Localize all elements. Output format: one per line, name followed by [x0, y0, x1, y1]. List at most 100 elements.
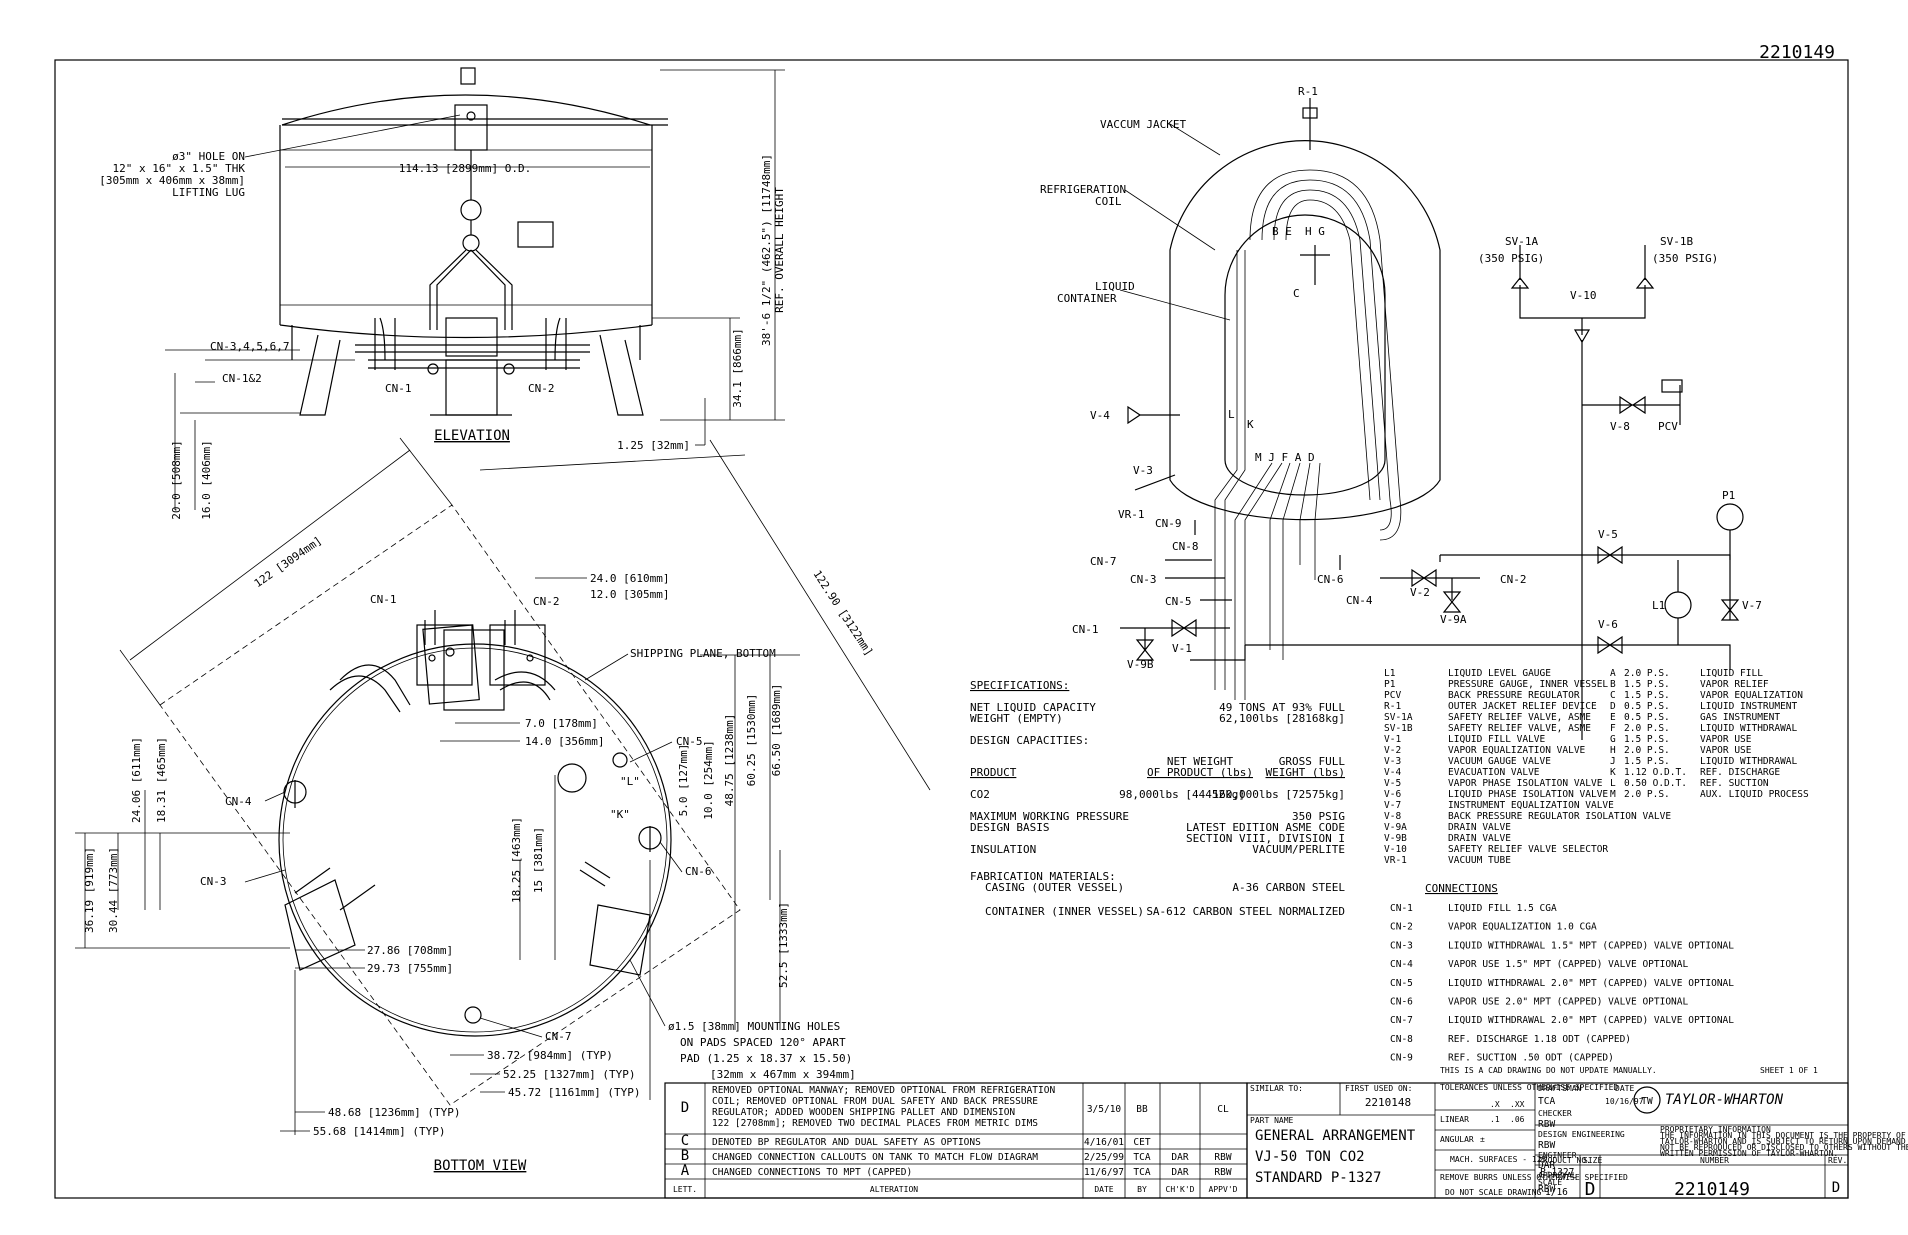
tb-product-no-lbl: PRODUCT NO.	[1538, 1156, 1591, 1165]
hole-note-2: 12" x 16" x 1.5" THK	[113, 162, 246, 175]
tb-number: 2210149	[1674, 1179, 1750, 1200]
dim-125: 1.25 [32mm]	[617, 439, 690, 452]
mount-note-1: ø1.5 [38mm] MOUNTING HOLES	[668, 1020, 840, 1033]
legend-desc: OUTER JACKET RELIEF DEVICE	[1448, 701, 1597, 712]
connection-desc: VAPOR EQUALIZATION 1.0 CGA	[1448, 922, 1597, 933]
connection-tag: CN-2	[1390, 922, 1413, 933]
cn3456-label: CN-3,4,5,6,7	[210, 340, 289, 353]
revision-letter: D	[681, 1100, 689, 1116]
tb-size-lbl: SIZE	[1583, 1156, 1602, 1165]
tb-linear-1: .1	[1490, 1115, 1500, 1124]
tap-letter: H	[1610, 745, 1616, 756]
tap-letter: B	[1610, 679, 1616, 690]
overall-height-2: REF. OVERALL HEIGHT	[773, 187, 786, 313]
label-K: "K"	[610, 808, 630, 821]
bottom-view: 122 [3094mm] 122.90 [3122mm]	[75, 437, 931, 1174]
tap-size: 1.5 P.S.	[1624, 690, 1670, 701]
dim-20: 20.0 [508mm]	[170, 440, 183, 519]
tap-size: 1.5 P.S.	[1624, 756, 1670, 767]
cn12-label: CN-1&2	[222, 372, 262, 385]
dim-3872: 38.72 [984mm] (TYP)	[487, 1049, 613, 1062]
tap-size: 0.5 P.S.	[1624, 712, 1670, 723]
spec-gross-hdr2: WEIGHT (lbs)	[1266, 766, 1345, 779]
bv-cn4: CN-4	[225, 795, 252, 808]
tb-design-eng: DESIGN ENGINEERING	[1538, 1130, 1625, 1139]
tb-date-lbl: DATE	[1615, 1084, 1634, 1093]
tb-draftsman-v: TCA	[1538, 1096, 1555, 1107]
dim-5225: 52.25 [1327mm] (TYP)	[503, 1068, 635, 1081]
legend-tag: R-1	[1384, 701, 1401, 712]
hole-note-3: [305mm x 406mm x 38mm]	[99, 174, 245, 187]
legend-desc: DRAIN VALVE	[1448, 833, 1511, 844]
elevation-view: 114.13 [2899mm] O.D. ø3" HOLE ON 12" x 1…	[99, 67, 786, 520]
legend-desc: EVACUATION VALVE	[1448, 767, 1540, 778]
rev-hdr-alteration: ALTERATION	[870, 1185, 918, 1194]
r1-label: R-1	[1298, 85, 1318, 98]
spec-weight-label: WEIGHT (EMPTY)	[970, 712, 1063, 725]
dim-525: 52.5 [1333mm]	[777, 902, 790, 988]
revision-date: 3/5/10	[1087, 1104, 1122, 1115]
drawing-number: 2210149	[1759, 42, 1835, 63]
tap-service: REF. DISCHARGE	[1700, 767, 1780, 778]
tap-letter: C	[1610, 690, 1616, 701]
refrig-coil-2: COIL	[1095, 195, 1122, 208]
sv1a-1: SV-1A	[1505, 235, 1538, 248]
tb-tolerances: TOLERANCES UNLESS OTHERWISE SPECIFIED	[1440, 1083, 1618, 1092]
rev-hdr-by: BY	[1137, 1185, 1147, 1194]
revision-date: 2/25/99	[1084, 1152, 1124, 1163]
pcv-label: PCV	[1658, 420, 1678, 433]
revision-by: CET	[1133, 1137, 1150, 1148]
legend-tag: V-2	[1384, 745, 1401, 756]
legend-desc: LIQUID PHASE ISOLATION VALVE	[1448, 789, 1608, 800]
cn3-label: CN-3	[1130, 573, 1157, 586]
legend-desc: VAPOR EQUALIZATION VALVE	[1448, 745, 1586, 756]
legend-tag: SV-1B	[1384, 723, 1413, 734]
tap-size: 0.5 P.S.	[1624, 701, 1670, 712]
spec-basis-label: DESIGN BASIS	[970, 821, 1049, 834]
dim-2786: 27.86 [708mm]	[367, 944, 453, 957]
connection-tag: CN-1	[1390, 903, 1413, 914]
title-block: SIMILAR TO: FIRST USED ON: 2210148 PART …	[1246, 1082, 1908, 1200]
tb-product-no: P-1327	[1540, 1167, 1574, 1178]
bv-cn3: CN-3	[200, 875, 227, 888]
v4-label: V-4	[1090, 409, 1110, 422]
revision-text: REGULATOR; ADDED WOODEN SHIPPING PALLET …	[712, 1107, 1015, 1118]
tap-be: B E	[1272, 225, 1292, 238]
revision-chkd: DAR	[1171, 1152, 1188, 1163]
cn6-label: CN-6	[1317, 573, 1344, 586]
tap-letter: L	[1610, 778, 1616, 789]
legend-tag: PCV	[1384, 690, 1401, 701]
tap-service: LIQUID INSTRUMENT	[1700, 701, 1798, 712]
tb-do-not-scale: DO NOT SCALE DRAWING	[1445, 1188, 1542, 1197]
legend-tag: L1	[1384, 668, 1396, 679]
connection-desc: LIQUID FILL 1.5 CGA	[1448, 903, 1557, 914]
proprietary-5: WRITTEN PERMISSION OF TAYLOR-WHARTON.	[1660, 1149, 1838, 1158]
cn2-flow: CN-2	[1500, 573, 1527, 586]
tb-mach: MACH. SURFACES - 125	[1450, 1155, 1547, 1164]
tap-size: 0.50 O.D.T.	[1624, 778, 1687, 789]
v7-label: V-7	[1742, 599, 1762, 612]
legend-tag: V-6	[1384, 789, 1401, 800]
dim-5568: 55.68 [1414mm] (TYP)	[313, 1125, 445, 1138]
dim-10: 10.0 [254mm]	[702, 740, 715, 819]
spec-net-weight: 98,000lbs [44452kg]	[1119, 788, 1245, 801]
tb-similar: SIMILAR TO:	[1250, 1084, 1303, 1093]
connection-tag: CN-3	[1390, 940, 1413, 951]
spec-design-cap: DESIGN CAPACITIES:	[970, 734, 1089, 747]
l1-label: L1	[1652, 599, 1665, 612]
tap-service: REF. SUCTION	[1700, 778, 1769, 789]
revision-letter: C	[681, 1133, 689, 1149]
tb-linear-2: .06	[1510, 1115, 1525, 1124]
p1-label: P1	[1722, 489, 1735, 502]
tb-approval-v: RBW	[1538, 1184, 1555, 1195]
spec-net-label: NET LIQUID CAPACITY	[970, 701, 1096, 714]
connection-tag: CN-9	[1390, 1053, 1413, 1064]
legend-tag: SV-1A	[1384, 712, 1413, 723]
dim-12290: 122.90 [3122mm]	[810, 568, 875, 658]
tb-rev-lbl: REV.	[1828, 1156, 1847, 1165]
tb-engineer-v: DAR	[1538, 1160, 1555, 1171]
legend-tag: V-9B	[1384, 833, 1407, 844]
tap-letter: K	[1610, 767, 1616, 778]
mount-note-2: ON PADS SPACED 120° APART	[680, 1036, 846, 1049]
tb-tol-xx: .XX	[1510, 1100, 1525, 1109]
